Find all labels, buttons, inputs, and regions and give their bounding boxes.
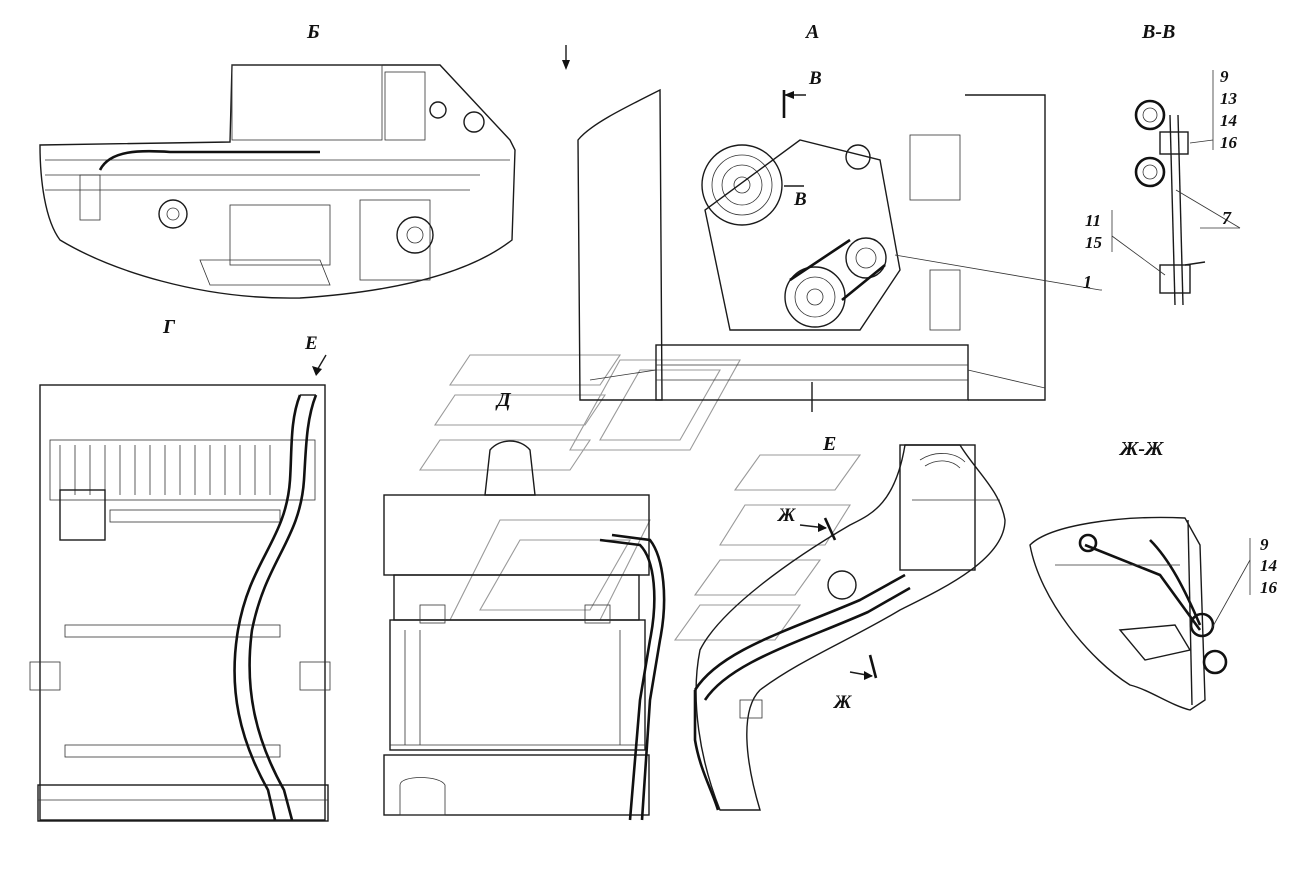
view-a-drawing	[577, 88, 1102, 412]
view-label-g: Г	[162, 316, 176, 338]
marker-v-bottom: В	[793, 189, 807, 210]
radiator-fins	[59, 445, 271, 495]
marker-zh-bottom: Ж	[832, 692, 852, 713]
view-e-drawing	[693, 444, 1006, 811]
callout-vv-15: 15	[1085, 233, 1103, 252]
callout-zhzh-9: 9	[1260, 535, 1269, 554]
core-lines	[390, 630, 645, 756]
callout-vv-13: 13	[1220, 89, 1238, 108]
view-label-b: Б	[306, 21, 320, 43]
view-g-drawing	[29, 354, 331, 822]
callout-zhzh-16: 16	[1260, 578, 1278, 597]
marker-e-arrow: Е	[304, 333, 318, 354]
view-label-e: Е	[822, 433, 836, 455]
callout-vv-16: 16	[1220, 133, 1238, 152]
marker-zh-top: Ж	[776, 505, 796, 526]
section-arrows-a	[562, 45, 806, 187]
view-b-drawing	[39, 64, 516, 299]
callout-part-1: 1	[1083, 272, 1092, 292]
marker-v-top: В	[808, 68, 822, 89]
view-vv-drawing	[1111, 70, 1241, 306]
callout-zhzh-14: 14	[1260, 556, 1277, 575]
callout-vv-14: 14	[1220, 111, 1237, 130]
view-d-drawing	[383, 440, 666, 821]
view-label-a: А	[804, 21, 819, 43]
view-label-d: Д	[495, 389, 512, 411]
callout-vv-9: 9	[1220, 67, 1229, 86]
view-label-vv: В-В	[1141, 21, 1175, 43]
watermark-logo	[418, 354, 862, 641]
view-label-zhzh: Ж-Ж	[1118, 438, 1164, 460]
callout-part-7: 7	[1222, 208, 1232, 228]
view-zhzh-drawing	[1029, 516, 1251, 711]
callout-vv-11: 11	[1085, 211, 1101, 230]
